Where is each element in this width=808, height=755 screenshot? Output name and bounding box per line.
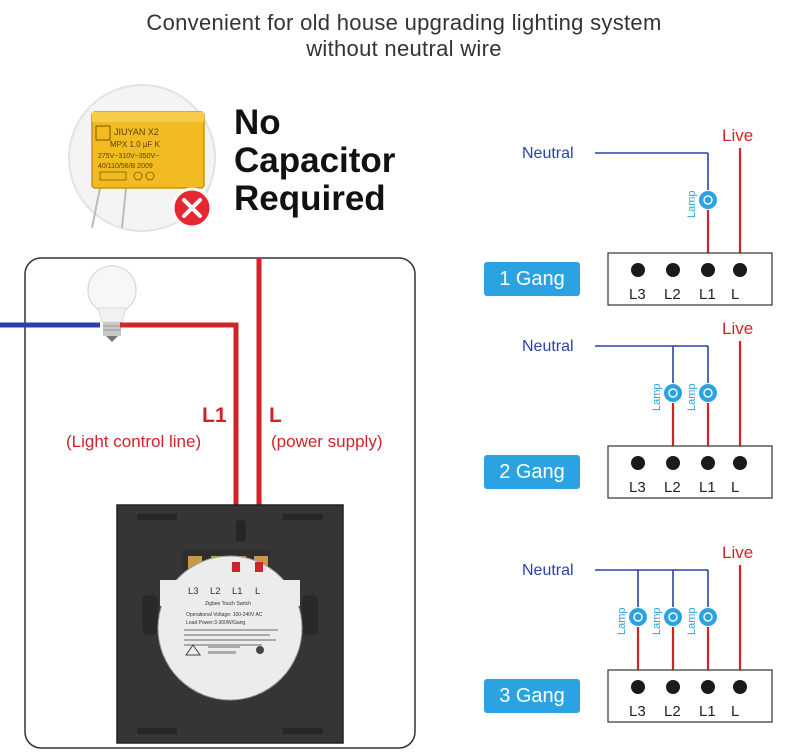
gang-label-1: 1 Gang (484, 262, 580, 296)
no-capacitor-line-2: Capacitor (234, 141, 396, 180)
terminal-label: L1 (699, 286, 716, 303)
terminal-label: L2 (664, 479, 681, 496)
switch-wiring-diagram: L1 (Light control line) L (power supply)… (0, 257, 416, 749)
terminal-label-l1: L1 (232, 586, 243, 597)
gang-label-2: 2 Gang (484, 455, 580, 489)
terminal-dot (701, 680, 715, 694)
terminal-label: L (731, 286, 739, 303)
terminal-box (607, 252, 773, 306)
recycle-icon (256, 646, 264, 654)
terminal-dot (631, 456, 645, 470)
terminal-label: L3 (629, 479, 646, 496)
terminal-dot (631, 263, 645, 277)
no-capacitor-line-1: No (234, 103, 281, 142)
terminal-label: L (731, 479, 739, 496)
l1-description: (Light control line) (66, 432, 201, 451)
lamp-label: Lamp (686, 190, 698, 218)
no-capacitor-line-3: Required (234, 179, 386, 218)
lamp-icon (699, 608, 717, 626)
terminal-label-l2: L2 (210, 586, 221, 597)
l1-label: L1 (202, 404, 227, 427)
terminal-label: L3 (629, 703, 646, 720)
gang-label-3: 3 Gang (484, 679, 580, 713)
terminal-label: L3 (629, 286, 646, 303)
terminal-label: L1 (699, 703, 716, 720)
warning-icon (185, 644, 201, 656)
live-label: Live (722, 319, 753, 338)
terminal-label-l3: L3 (188, 586, 199, 597)
terminal-label: L (731, 703, 739, 720)
title-line-1: Convenient for old house upgrading light… (146, 10, 662, 35)
live-label: Live (722, 126, 753, 145)
lamp-label: Lamp (651, 383, 663, 411)
lamp-glyph (703, 195, 713, 205)
operational-voltage: Operational Voltage: 100-240V AC (186, 612, 263, 618)
terminal-dot (631, 680, 645, 694)
cross-icon (171, 187, 213, 229)
capacitor-spec2: 275V~310V~350V~ (98, 153, 159, 160)
lamp-icon (629, 608, 647, 626)
terminal-label: L2 (664, 703, 681, 720)
terminal-dot (701, 456, 715, 470)
capacitor-spec3: 40/110/56/B 2009 (98, 163, 153, 170)
lamp-glyph (668, 388, 678, 398)
capacitor-illustration: JIUYAN X2 MPX 1.0 μF K 275V~310V~350V~ 4… (68, 84, 216, 232)
terminal-dot (733, 680, 747, 694)
product-name: Zigbee Touch Switch (205, 601, 251, 607)
capacitor-body (91, 111, 205, 189)
neutral-label: Neutral (522, 562, 574, 579)
lamp-glyph (633, 612, 643, 622)
terminal-box (607, 445, 773, 499)
load-power: Load Power:3-300W/Gang (186, 620, 245, 626)
terminal-dot (733, 456, 747, 470)
terminal-dot (666, 456, 680, 470)
no-capacitor-heading: No Capacitor Required (234, 104, 395, 218)
lamp-icon (664, 608, 682, 626)
capacitor-spec1: MPX 1.0 μF K (110, 140, 161, 149)
title-line-2: without neutral wire (306, 36, 502, 61)
lamp-glyph (703, 612, 713, 622)
terminal-dot (701, 263, 715, 277)
terminal-label: L1 (699, 479, 716, 496)
bulb-icon (87, 265, 137, 342)
page-title: Convenient for old house upgrading light… (0, 10, 808, 62)
lamp-glyph (703, 388, 713, 398)
live-label: Live (722, 543, 753, 562)
lamp-label: Lamp (616, 607, 628, 635)
l-label: L (269, 404, 282, 427)
lamp-glyph (668, 612, 678, 622)
neutral-label: Neutral (522, 145, 574, 162)
neutral-label: Neutral (522, 338, 574, 355)
terminal-box (607, 669, 773, 723)
terminal-dot (666, 680, 680, 694)
terminal-dot (733, 263, 747, 277)
terminal-label-l: L (255, 586, 260, 597)
l1-light-control-wire (120, 322, 239, 568)
capacitor-brand: JIUYAN X2 (114, 127, 159, 137)
lamp-label: Lamp (686, 383, 698, 411)
terminal-dot (666, 263, 680, 277)
lamp-label: Lamp (686, 607, 698, 635)
l-description: (power supply) (271, 432, 383, 451)
lamp-icon (664, 384, 682, 402)
lamp-icon (699, 191, 717, 209)
lamp-icon (699, 384, 717, 402)
terminal-label: L2 (664, 286, 681, 303)
lamp-label: Lamp (651, 607, 663, 635)
